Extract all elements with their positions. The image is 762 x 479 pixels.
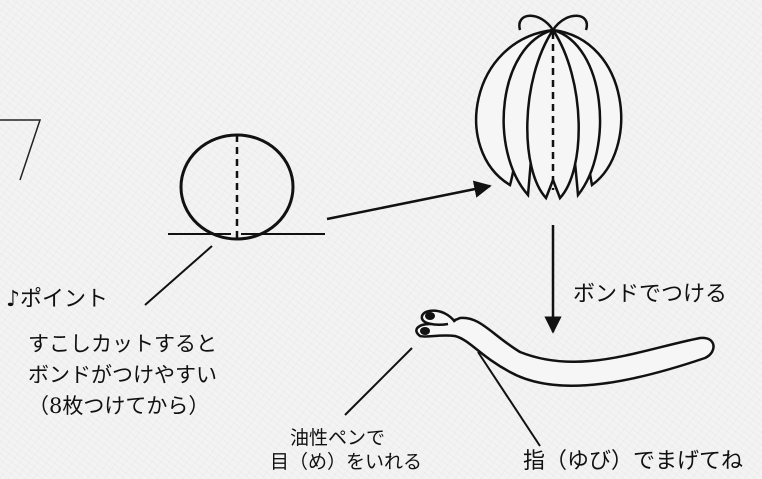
arrow-to-ball xyxy=(326,180,492,221)
ball-top-lobes xyxy=(518,14,589,33)
finger-label: 指（ゆび）でまげてね xyxy=(523,449,744,474)
point-label: ♪ポイント xyxy=(6,287,109,312)
note-line-1: すこしカットすると xyxy=(28,332,217,356)
assembled-ball-diagram xyxy=(474,14,623,201)
legs-body xyxy=(415,316,715,387)
bond-label: ボンドでつける xyxy=(573,282,728,307)
eye-dot-lower xyxy=(420,327,430,335)
pen-label-line-2: 目（め）をいれる xyxy=(270,451,423,473)
step-number-fragment xyxy=(0,119,42,181)
pointer-to-cut xyxy=(144,245,213,306)
pen-label-line-1: 油性ペンで xyxy=(290,427,386,449)
eye-dot-upper xyxy=(425,312,435,320)
note-line-2: ボンドがつけやすい xyxy=(28,363,217,387)
note-line-3: （8枚つけてから） xyxy=(28,394,210,418)
cut-tip-note: すこしカットすると ボンドがつけやすい （8枚つけてから） xyxy=(28,329,217,422)
pointer-to-bend xyxy=(477,351,541,447)
legs-piece-diagram xyxy=(415,309,715,387)
circle-piece-diagram xyxy=(168,133,325,241)
pointer-to-eye xyxy=(344,347,413,416)
